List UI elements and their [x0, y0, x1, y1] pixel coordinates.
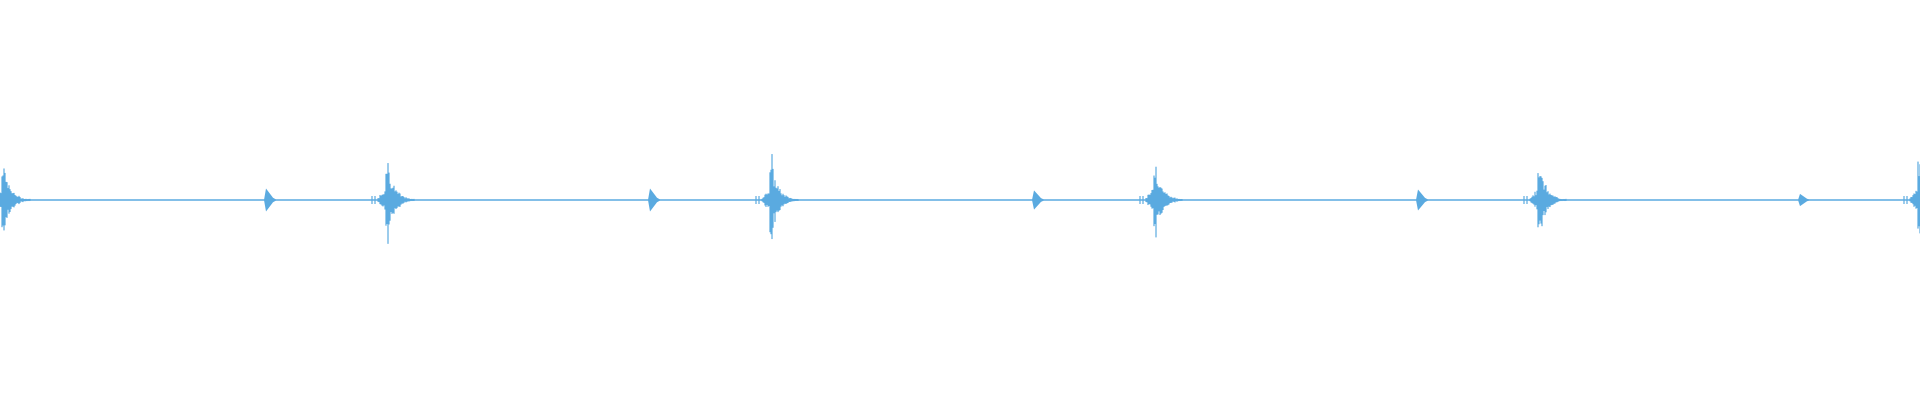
waveform-blip: [264, 188, 277, 212]
waveform-blip: [1416, 189, 1429, 211]
waveform-blip: [1032, 190, 1045, 210]
waveform-burst-strong: [755, 154, 799, 240]
waveform-burst-weak: [648, 188, 661, 212]
waveform-burst-weak: [1416, 189, 1429, 211]
waveform-burst-strong: [1903, 161, 1920, 234]
waveform-blip: [1798, 193, 1811, 207]
waveform-burst-weak: [264, 188, 277, 212]
waveform-burst-weak: [1798, 193, 1811, 207]
waveform-burst-strong: [1139, 166, 1183, 238]
waveform-burst-strong: [371, 163, 415, 244]
waveform-burst-weak: [1032, 190, 1045, 210]
waveform-blip: [648, 188, 661, 212]
waveform-bursts: [0, 154, 1920, 244]
waveform-burst-strong: [0, 168, 31, 231]
waveform-burst-strong: [1523, 173, 1567, 228]
